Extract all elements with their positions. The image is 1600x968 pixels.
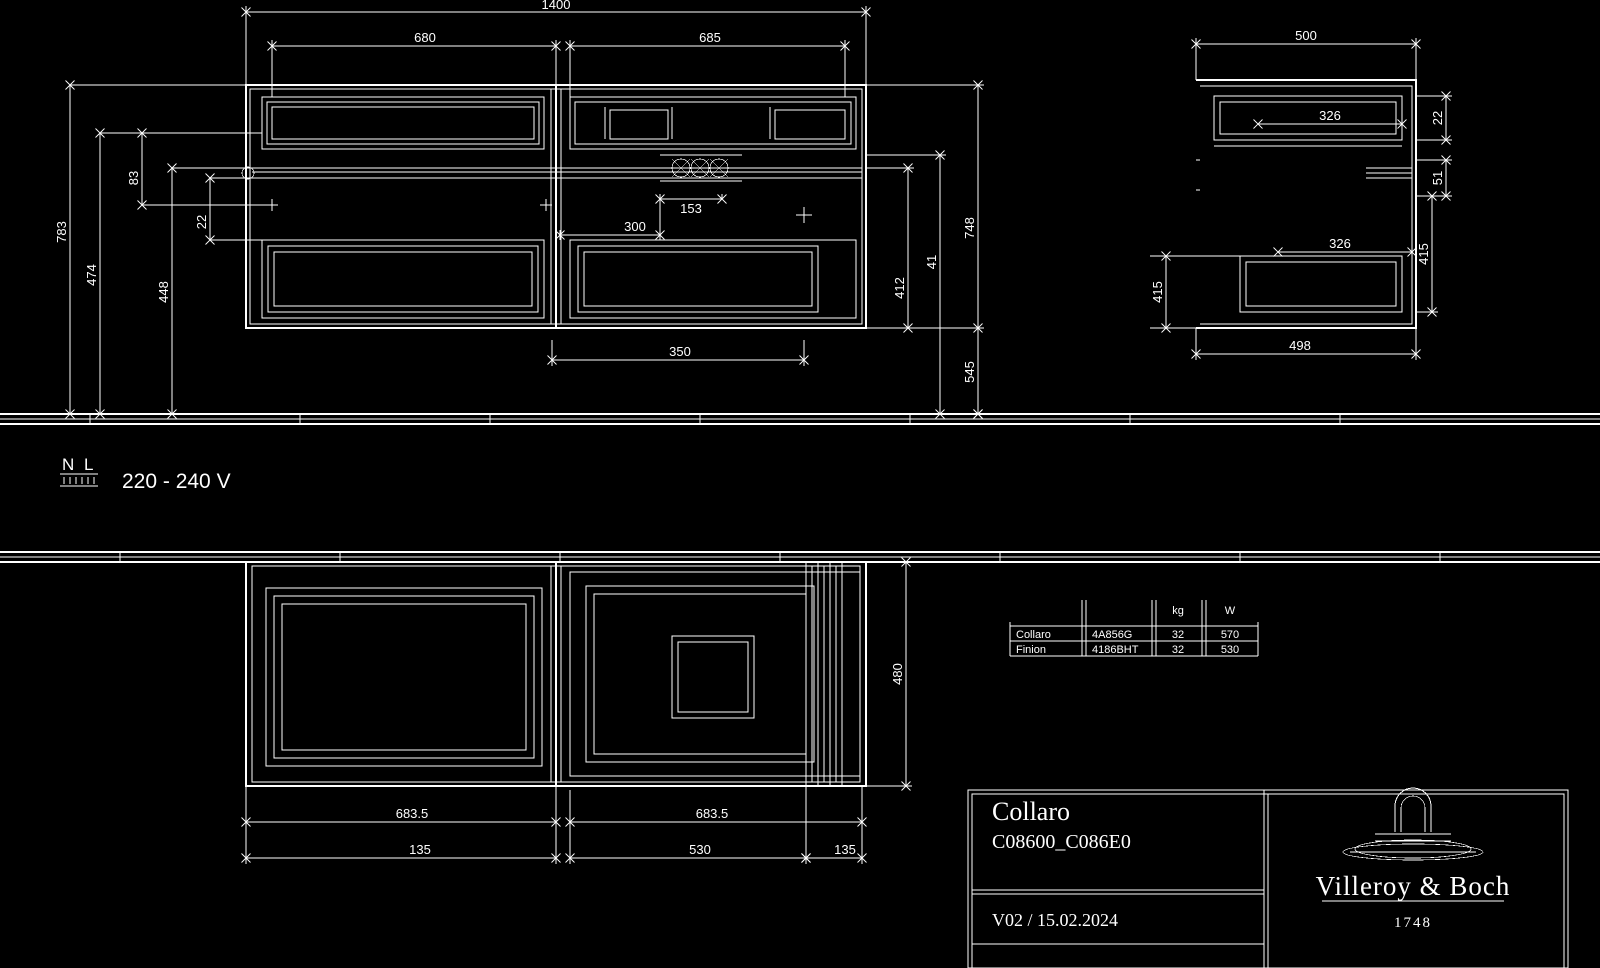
spec-header-w: W [1225, 605, 1236, 617]
dim-side-inner-depth: 498 [1289, 338, 1311, 353]
dim-left-448: 448 [156, 281, 171, 303]
dim-plan-sub-mid: 530 [689, 842, 711, 857]
dim-side-shelf-upper: 326 [1319, 108, 1341, 123]
dim-left-section: 680 [414, 30, 436, 45]
front-view-dimensions: 1400 680 685 783 474 448 83 22 748 41 41… [54, 0, 984, 419]
plan-view: 683.5 683.5 135 530 135 480 [0, 551, 1600, 864]
spec-row-code: 4A856G [1092, 629, 1132, 641]
electrical-spec: N L 220 - 240 V [60, 455, 231, 493]
spec-table: kg W Collaro 4A856G 32 570 Finion 4186BH… [1009, 600, 1259, 657]
spec-table-row: Collaro 4A856G 32 570 [1016, 629, 1239, 641]
dim-plan-left-half: 683.5 [396, 806, 429, 821]
revision-date: V02 / 15.02.2024 [992, 910, 1118, 930]
voltage-label: 220 - 240 V [122, 470, 231, 493]
dim-inner-300: 300 [624, 219, 646, 234]
brand-logo: Villeroy & Boch 1748 [1316, 787, 1511, 931]
dim-plan-sub-right: 135 [834, 842, 856, 857]
dim-side-h-left: 415 [1150, 281, 1165, 303]
dim-side-depth: 500 [1295, 28, 1317, 43]
spec-row-w: 530 [1221, 644, 1239, 656]
dim-right-748: 748 [962, 217, 977, 239]
product-title: Collaro [992, 797, 1070, 826]
dim-right-545: 545 [962, 361, 977, 383]
spec-table-row: Finion 4186BHT 32 530 [1016, 644, 1239, 656]
dim-right-41: 41 [924, 255, 939, 269]
dim-plan-sub-left: 135 [409, 842, 431, 857]
spec-row-name: Finion [1016, 644, 1046, 656]
dim-plan-right-half: 683.5 [696, 806, 729, 821]
brand-year: 1748 [1394, 915, 1432, 931]
dim-right-412: 412 [892, 277, 907, 299]
dim-side-h-a: 22 [1430, 111, 1445, 125]
spec-row-w: 570 [1221, 629, 1239, 641]
dim-right-section: 685 [699, 30, 721, 45]
article-codes: C08600_C086E0 [992, 831, 1131, 853]
dim-side-h-b: 51 [1430, 171, 1445, 185]
dim-left-83: 83 [126, 171, 141, 185]
front-view [0, 84, 1600, 425]
dim-left-474: 474 [84, 264, 99, 286]
dim-left-22: 22 [194, 215, 209, 229]
spec-row-name: Collaro [1016, 629, 1051, 641]
symbol-l: L [84, 455, 93, 474]
dim-side-shelf-lower: 326 [1329, 236, 1351, 251]
side-view: 500 326 326 498 22 51 415 415 [1150, 28, 1452, 360]
dim-side-h-c: 415 [1416, 243, 1431, 265]
title-block: Collaro C08600_C086E0 V02 / 15.02.2024 V… [967, 787, 1569, 968]
spec-header-kg: kg [1172, 605, 1184, 617]
brand-name: Villeroy & Boch [1316, 871, 1511, 901]
dim-plan-depth: 480 [890, 663, 905, 685]
spec-row-kg: 32 [1172, 644, 1184, 656]
symbol-n: N [62, 455, 74, 474]
dim-overall-width: 1400 [542, 0, 571, 12]
dim-left-783: 783 [54, 221, 69, 243]
dim-inner-350: 350 [669, 344, 691, 359]
spec-row-code: 4186BHT [1092, 644, 1139, 656]
dim-inner-153: 153 [680, 201, 702, 216]
plumbing-symbols [266, 154, 812, 223]
spec-row-kg: 32 [1172, 629, 1184, 641]
